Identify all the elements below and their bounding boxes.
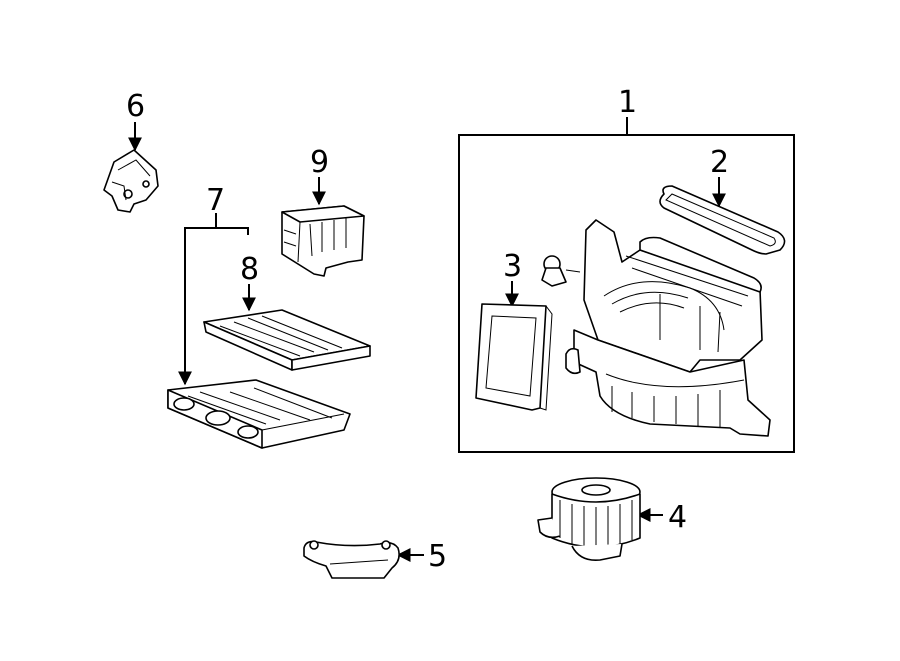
part-1-hvac-case	[565, 219, 771, 437]
part-8-cabin-filter	[203, 309, 371, 371]
leader-lines	[128, 117, 726, 562]
callout-7: 7	[206, 183, 225, 218]
part-3-filter-frame	[475, 303, 553, 411]
callout-5: 5	[428, 539, 447, 574]
part-2-seal	[659, 185, 786, 255]
assembly-1-frame	[458, 134, 795, 453]
callout-1: 1	[618, 85, 637, 120]
callout-6: 6	[126, 89, 145, 124]
callout-4: 4	[668, 500, 687, 535]
callout-2: 2	[710, 145, 729, 180]
part-1-fitting	[541, 255, 581, 287]
part-7-filter-housing	[167, 379, 351, 449]
callout-9: 9	[310, 145, 329, 180]
part-5-bracket	[303, 540, 400, 579]
callout-8: 8	[240, 252, 259, 287]
part-9-module	[281, 205, 365, 277]
part-6-actuator	[103, 149, 159, 213]
part-4-blower-motor	[537, 477, 641, 562]
callout-3: 3	[503, 249, 522, 284]
